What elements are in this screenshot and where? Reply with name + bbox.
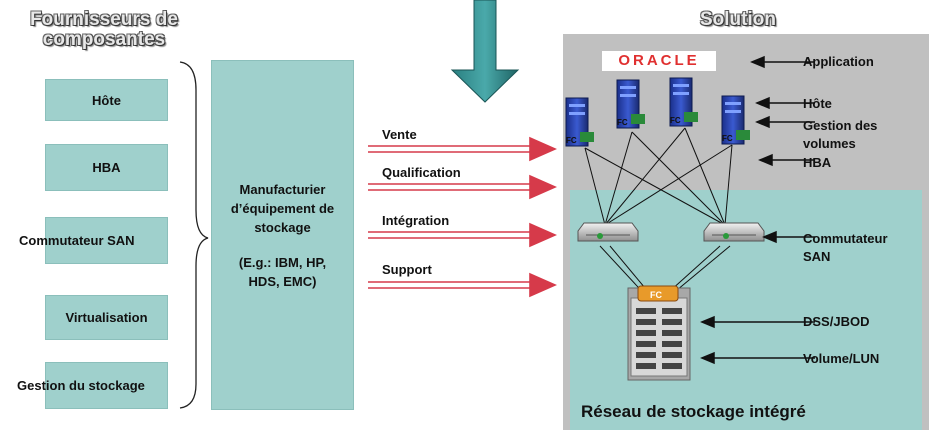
storage-array-icon <box>627 285 691 381</box>
manufacturer-line-1: Manufacturier <box>239 181 326 197</box>
svg-text:FC: FC <box>670 116 681 125</box>
label-volume-mgmt-line-2: volumes <box>803 136 856 151</box>
manufacturer-line-3: stockage <box>254 219 311 235</box>
component-virtualisation: Virtualisation <box>45 295 168 340</box>
component-virtualisation-label: Virtualisation <box>65 310 148 325</box>
label-volume: Volume/LUN <box>803 351 880 366</box>
right-title: Solution <box>700 9 776 30</box>
svg-text:FC: FC <box>722 134 733 143</box>
server-icons: FC FC FC FC <box>565 77 750 147</box>
component-san-switch <box>45 217 168 264</box>
manufacturer-box: Manufacturier d’équipement de stockage (… <box>211 60 354 410</box>
component-san-switch-label: Commutateur SAN <box>19 233 135 248</box>
flow-label-integration: Intégration <box>382 213 450 228</box>
label-volume-mgmt-line-1: Gestion des <box>803 118 878 133</box>
flow-label-qualification: Qualification <box>382 165 461 180</box>
flow-arrows <box>368 136 557 298</box>
network-links <box>584 127 733 301</box>
label-san-switch-line-2: SAN <box>803 249 831 264</box>
manufacturer-line-2: d’équipement de <box>230 200 335 216</box>
label-san-switch: Commutateur SAN <box>803 230 888 266</box>
network-title: Réseau de stockage intégré <box>581 402 806 421</box>
label-san-switch-line-1: Commutateur <box>803 231 888 246</box>
svg-text:FC: FC <box>617 118 628 127</box>
component-hba: HBA <box>45 144 168 191</box>
label-volume-mgmt: Gestion des volumes <box>803 117 877 153</box>
label-host: Hôte <box>803 96 832 111</box>
label-application: Application <box>803 54 874 69</box>
left-title: Fournisseurs de composantes <box>30 9 178 50</box>
component-host: Hôte <box>45 79 168 121</box>
component-storage-mgmt <box>45 362 168 409</box>
pointer-arrows <box>700 55 815 365</box>
component-host-label: Hôte <box>92 92 121 108</box>
san-switch-icons <box>577 222 765 242</box>
svg-text:FC: FC <box>566 136 577 145</box>
oracle-logo: ORACLE <box>602 51 716 71</box>
curly-brace <box>179 61 209 409</box>
manufacturer-example-1: (E.g.: IBM, HP, <box>238 254 327 270</box>
component-storage-mgmt-label: Gestion du stockage <box>17 378 145 393</box>
manufacturer-example-2: HDS, EMC) <box>248 273 317 289</box>
big-down-arrow <box>450 0 520 103</box>
flow-label-vente: Vente <box>382 127 417 142</box>
label-hba: HBA <box>803 155 832 170</box>
label-dss: DSS/JBOD <box>803 314 870 329</box>
component-hba-label: HBA <box>92 160 121 175</box>
flow-label-support: Support <box>382 262 432 277</box>
storage-fc-tag: FC <box>650 290 662 300</box>
